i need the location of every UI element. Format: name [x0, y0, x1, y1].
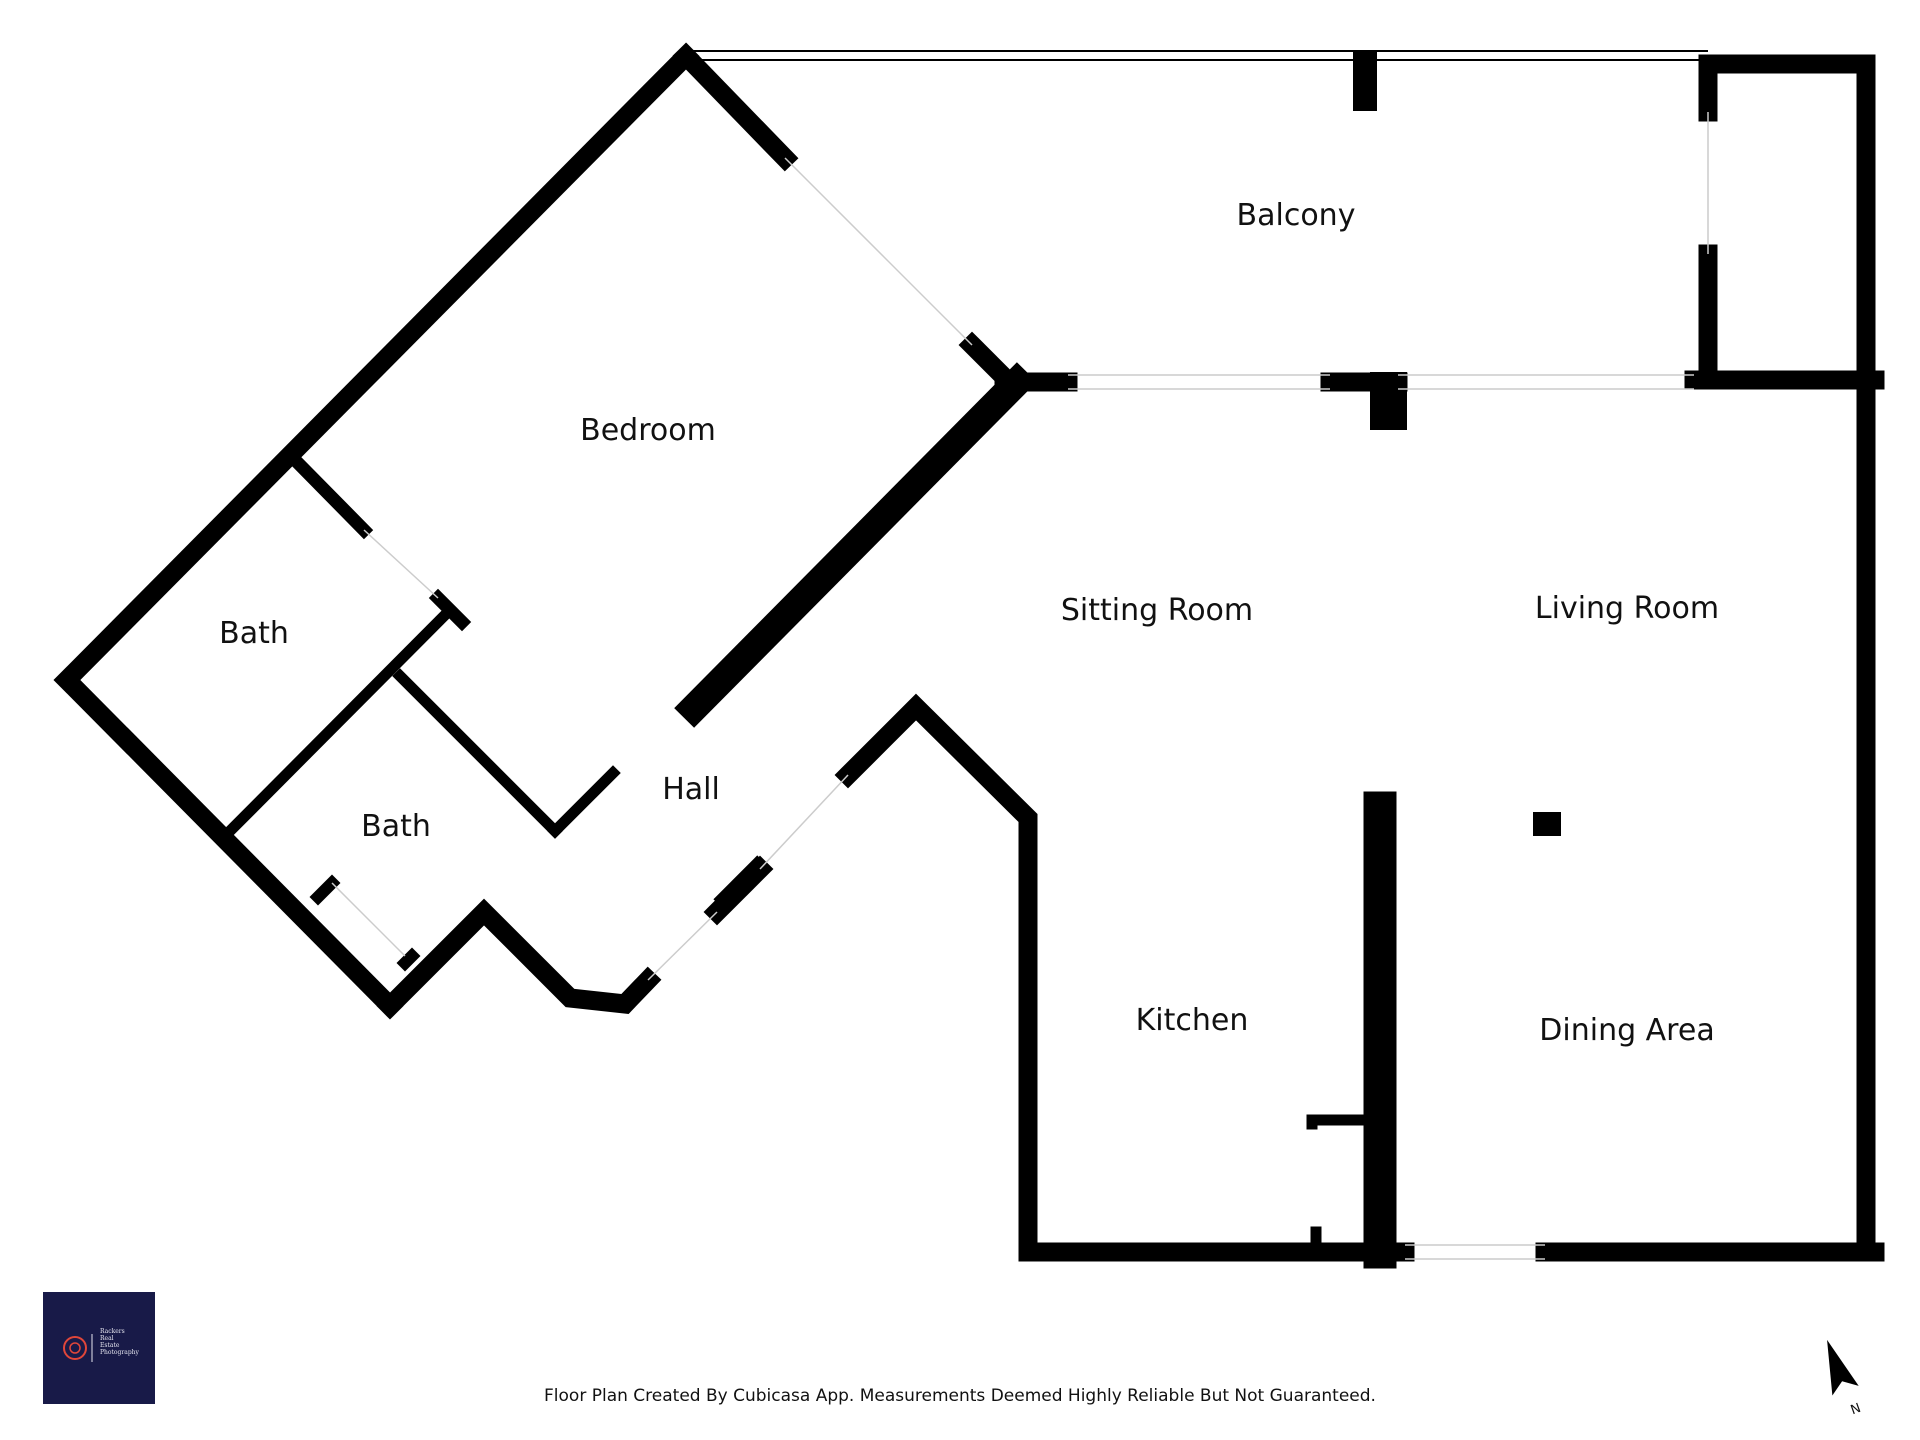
balcony-post — [1353, 51, 1377, 111]
aperture-icon — [63, 1334, 93, 1362]
walls — [53, 42, 1885, 1269]
wall-bedroom-ne-upper — [672, 42, 799, 172]
north-arrow-icon — [1827, 1339, 1859, 1396]
wall-bath2-inner — [392, 668, 563, 839]
wall-kitchen-pantry — [1306, 1114, 1372, 1130]
wall-closet — [1698, 54, 1876, 382]
wall-hall-bottom — [376, 898, 662, 1020]
room-label-living-room: Living Room — [1535, 591, 1719, 626]
room-label-bath-2: Bath — [361, 809, 431, 844]
room-label-bedroom: Bedroom — [580, 413, 716, 448]
balcony-railing — [690, 50, 1708, 61]
footer-disclaimer: Floor Plan Created By Cubicasa App. Meas… — [544, 1386, 1376, 1406]
logo-text: Rackers Real Estate Photography — [100, 1328, 139, 1356]
wall-bedroom-living — [674, 362, 1037, 728]
room-label-kitchen: Kitchen — [1136, 1003, 1249, 1038]
room-label-sitting-room: Sitting Room — [1061, 593, 1253, 628]
wall-bath2-door-stub-2 — [396, 947, 421, 972]
wall-hall-inner — [547, 765, 621, 839]
room-label-dining-area: Dining Area — [1539, 1013, 1714, 1048]
hall-block — [713, 855, 769, 911]
wall-nw-outer — [53, 42, 700, 694]
wall-bedroom-ne-lower — [958, 331, 1018, 391]
wall-bath2-door-stub — [309, 874, 341, 906]
room-label-bath-1: Bath — [219, 616, 289, 651]
company-logo: Rackers Real Estate Photography — [43, 1292, 155, 1404]
wall-kitchen-west — [834, 693, 1038, 1262]
wall-bath-bedroom — [287, 452, 374, 540]
windows — [331, 112, 1709, 1260]
columns — [713, 51, 1561, 911]
column-living — [1370, 372, 1407, 430]
wall-sw-outer — [53, 666, 404, 1020]
wall-bath-divider — [224, 607, 453, 837]
room-label-hall: Hall — [662, 772, 720, 807]
column-dining — [1533, 812, 1561, 836]
wall-bath-bedroom-2 — [428, 588, 472, 632]
room-label-balcony: Balcony — [1237, 198, 1356, 233]
